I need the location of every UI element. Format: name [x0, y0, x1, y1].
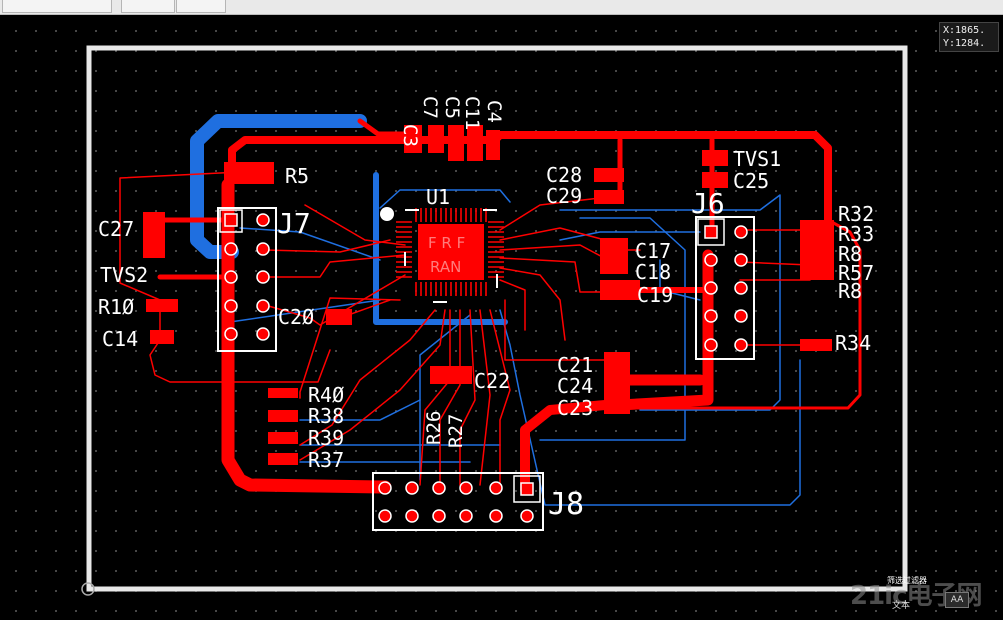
j6-outline	[695, 216, 755, 360]
pin1-marker	[380, 207, 394, 221]
res-r5[interactable]	[224, 162, 274, 184]
label-c19: C19	[637, 283, 673, 307]
label-r57: R57	[838, 261, 874, 285]
label-c20: C2Ø	[278, 305, 314, 329]
res-r34[interactable]	[800, 339, 832, 351]
label-c4: C4	[483, 100, 505, 123]
label-c21: C21	[557, 353, 593, 377]
tvs1[interactable]	[702, 150, 728, 166]
cap-c27[interactable]	[143, 212, 165, 258]
u1-pins	[396, 208, 504, 296]
cursor-coordinates: X:1865. Y:1284.	[939, 22, 999, 52]
label-c24: C24	[557, 374, 593, 398]
coord-x: X:1865.	[943, 25, 986, 36]
coord-y: Y:1284.	[943, 38, 986, 49]
label-c22: C22	[474, 369, 510, 393]
j8-pin1-box	[513, 475, 541, 503]
cap-c28[interactable]	[594, 168, 624, 182]
label-r8a: R8	[838, 242, 862, 266]
silkscreen-layer: C3 C7 C5 C11 C4 U1 R5 C27 J7 TVS2 R1Ø C1…	[98, 96, 874, 522]
cap-c25[interactable]	[702, 172, 728, 188]
label-c17: C17	[635, 239, 671, 263]
aa-toggle-button[interactable]: AA	[945, 592, 969, 608]
label-r33: R33	[838, 222, 874, 246]
cap-c14[interactable]	[150, 330, 174, 344]
j8-outline	[372, 472, 544, 531]
label-r39: R39	[308, 426, 344, 450]
label-r26: R26	[423, 411, 445, 445]
label-r40: R4Ø	[308, 383, 344, 407]
top-toolbar	[0, 0, 1003, 15]
cap-c21-c24-c23[interactable]	[604, 352, 630, 414]
u1-ic[interactable]: F R F RAN	[380, 207, 504, 303]
res-bank-r32-r8[interactable]	[800, 220, 834, 280]
label-r32: R32	[838, 202, 874, 226]
label-r10: R1Ø	[98, 295, 134, 319]
label-c25: C25	[733, 169, 769, 193]
label-r27: R27	[445, 414, 467, 448]
cap-c22[interactable]	[430, 366, 472, 384]
smd-components[interactable]	[143, 125, 834, 465]
toolbar-tab[interactable]	[2, 0, 112, 13]
label-r34: R34	[835, 331, 871, 355]
toolbar-tab[interactable]	[121, 0, 175, 13]
cap-c4[interactable]	[486, 130, 500, 160]
u1-pad	[418, 224, 484, 280]
j7-pin1-box	[219, 209, 243, 233]
label-c7: C7	[419, 96, 441, 119]
mode-text[interactable]: 文本	[892, 601, 911, 611]
label-c5: C5	[441, 96, 463, 119]
j8-pads	[378, 481, 534, 523]
board-outline	[86, 45, 908, 592]
cap-c17-c18[interactable]	[600, 238, 628, 274]
cap-c19[interactable]	[600, 280, 640, 300]
cap-c7[interactable]	[428, 125, 444, 153]
origin-marker	[81, 582, 95, 596]
u1-marking: RAN	[430, 258, 461, 276]
label-c23: C23	[557, 396, 593, 420]
label-c18: C18	[635, 260, 671, 284]
u1-marking: F R F	[428, 234, 465, 252]
label-j8: J8	[548, 487, 584, 522]
label-r5: R5	[285, 164, 309, 188]
res-r38[interactable]	[268, 410, 298, 422]
label-r8b: R8	[838, 279, 862, 303]
j7-pads	[224, 213, 270, 341]
label-c14: C14	[102, 327, 138, 351]
res-r37[interactable]	[268, 453, 298, 465]
label-j6: J6	[691, 187, 725, 220]
label-r37: R37	[308, 448, 344, 472]
j6-pin1-box	[697, 218, 725, 246]
j6-pads	[704, 225, 748, 352]
res-r39[interactable]	[268, 432, 298, 444]
j6-connector[interactable]	[695, 216, 755, 360]
label-c28: C28	[546, 163, 582, 187]
label-tvs1: TVS1	[733, 147, 781, 171]
bottom-copper-layer	[190, 114, 801, 506]
label-r38: R38	[308, 404, 344, 428]
res-r40[interactable]	[268, 388, 298, 398]
label-c27: C27	[98, 217, 134, 241]
label-j7: J7	[277, 207, 311, 240]
filter-label[interactable]: 筛选过滤器	[887, 576, 927, 585]
cap-c11[interactable]	[467, 125, 483, 161]
res-r10[interactable]	[146, 299, 178, 312]
cap-c20[interactable]	[326, 309, 352, 325]
label-u1: U1	[426, 185, 450, 209]
label-c3: C3	[399, 124, 421, 147]
j7-outline	[217, 207, 277, 352]
toolbar-tab[interactable]	[176, 0, 226, 13]
j7-connector[interactable]	[217, 207, 277, 352]
label-tvs2: TVS2	[100, 263, 148, 287]
u1-outline	[404, 209, 498, 303]
j8-connector[interactable]	[372, 472, 544, 531]
cap-c5[interactable]	[448, 125, 464, 161]
label-c11: C11	[461, 96, 483, 130]
cap-c29[interactable]	[594, 190, 624, 204]
label-c29: C29	[546, 184, 582, 208]
cap-c3[interactable]	[404, 125, 422, 153]
